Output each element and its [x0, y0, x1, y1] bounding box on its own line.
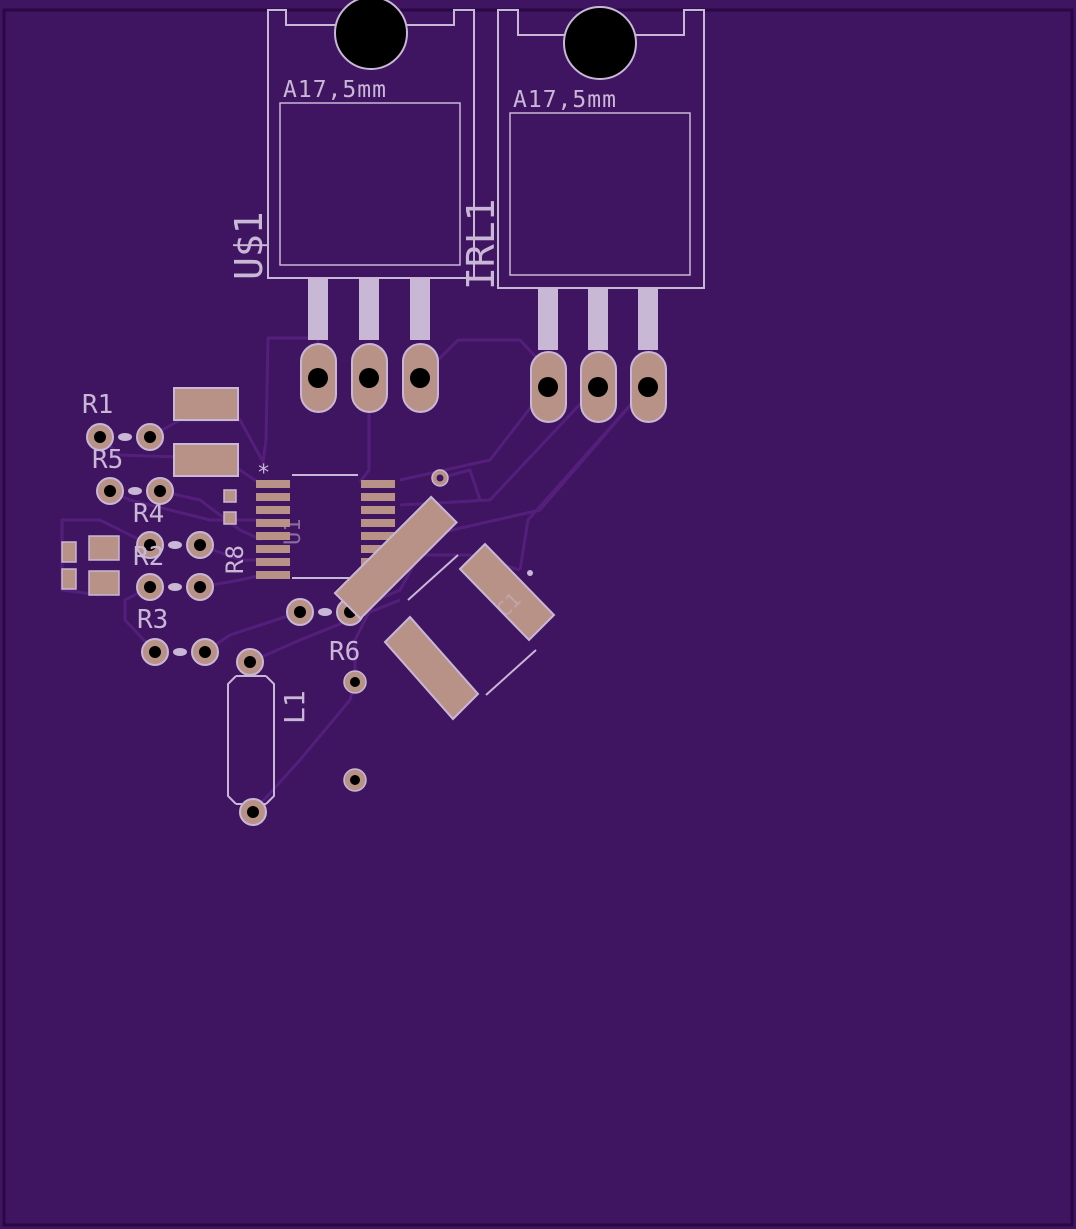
irl1-body-outline — [497, 9, 705, 289]
irl1-lead-1 — [538, 288, 558, 350]
resistor-r1: R1 — [82, 390, 164, 451]
u1-heatsink-area — [279, 102, 461, 266]
to220-package-irl1: A17,5mm IRL1 — [459, 6, 705, 423]
smd-capacitor-c1-pads: C1 — [383, 542, 556, 721]
u1-mounting-hole — [334, 0, 408, 70]
resistor-r2: R2 — [133, 542, 214, 601]
smd-pad-lower — [173, 443, 239, 477]
r6-label: R6 — [329, 637, 360, 667]
board-edge — [2, 8, 1074, 1227]
u1-package-label: A17,5mm — [283, 77, 387, 103]
cap-polarity-dot — [527, 570, 533, 576]
r4-label: R4 — [133, 499, 164, 529]
r8-label: R8 — [221, 545, 249, 574]
l1-label: L1 — [278, 690, 311, 724]
resistor-r4: R4 — [133, 499, 214, 559]
irl1-heatsink-area — [509, 112, 691, 276]
irl1-mounting-hole — [563, 6, 637, 80]
smd-pad-upper — [173, 387, 239, 421]
u1-lead-3 — [410, 278, 430, 340]
to220-package-u1: A17,5mm U$1 — [227, 0, 475, 413]
inductor-l1: L1 — [227, 648, 311, 826]
resistor-r8: R8 — [221, 489, 249, 574]
r3-label: R3 — [137, 605, 168, 635]
u1-body-outline — [267, 9, 475, 279]
irl1-lead-3 — [638, 288, 658, 350]
r2-label: R2 — [133, 542, 164, 572]
ic-pin1-marker: * — [257, 461, 270, 486]
u1-lead-2 — [359, 278, 379, 340]
irl1-package-label: A17,5mm — [513, 87, 617, 113]
irl1-lead-2 — [588, 288, 608, 350]
u1-lead-1 — [308, 278, 328, 340]
r1-label: R1 — [82, 390, 113, 420]
smd-small-left — [61, 535, 120, 596]
irl1-part-label: IRL1 — [459, 198, 503, 290]
r5-label: R5 — [92, 445, 123, 475]
resistor-r5: R5 — [92, 445, 174, 505]
resistor-r3: R3 — [137, 605, 219, 666]
u1-part-label: U$1 — [227, 211, 271, 280]
